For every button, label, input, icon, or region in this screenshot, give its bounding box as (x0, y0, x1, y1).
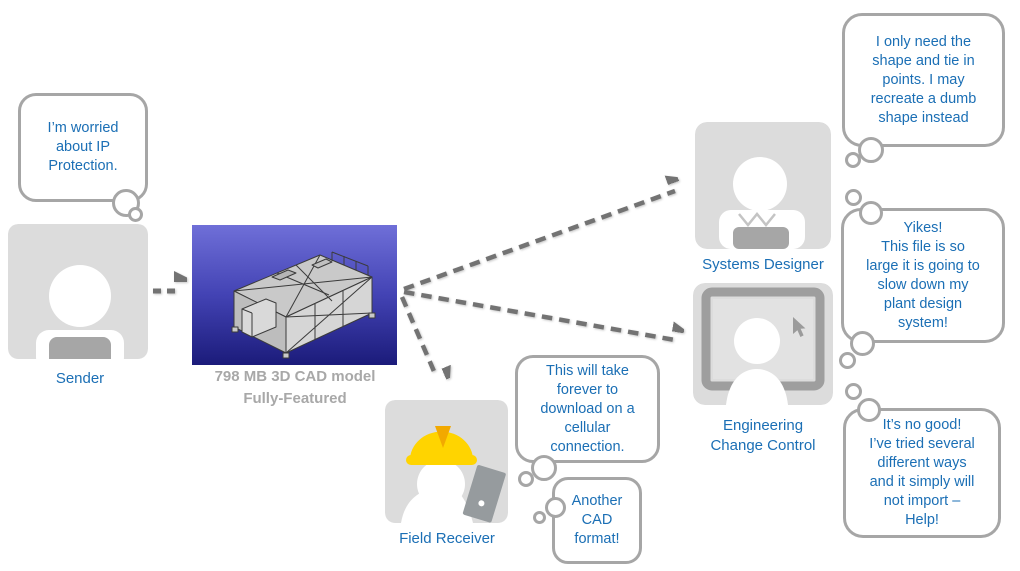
mobile-device-icon (462, 464, 506, 523)
label-engineering-change-control: Engineering Change Control (710, 417, 816, 454)
arrow-cad-to-field-receiver (399, 296, 436, 376)
speech-bubble-format: Another CAD format! (552, 477, 642, 564)
cad-caption-line2: Fully-Featured (243, 390, 347, 407)
bubble-text-no-good: It’s no good! I’ve tried several differe… (869, 417, 975, 528)
bubble-text-yikes: Yikes! This file is so large it is going… (866, 219, 980, 331)
thought-bubble-no-good: It’s no good! I’ve tried several differe… (843, 408, 1001, 538)
bubble-tail-dot (531, 455, 557, 481)
hard-hat-brim (406, 455, 477, 465)
hard-hat-icon (410, 431, 473, 460)
bubble-text-cellular: This will take forever to download on a … (540, 362, 635, 455)
arrow-cad-to-systems-designer (403, 191, 675, 292)
head-shape (417, 460, 465, 508)
bubble-tail-dot (857, 398, 881, 422)
shoulders-shape (726, 369, 788, 405)
bubble-tail-dot (858, 137, 884, 163)
label-field-receiver: Field Receiver (399, 530, 495, 547)
bubble-tail-dot (112, 189, 140, 217)
head-shape (734, 318, 780, 364)
head-shape (733, 157, 787, 211)
label-systems-designer: Systems Designer (702, 256, 824, 273)
bubble-tail-dot (518, 471, 534, 487)
persona-icon-field-receiver (385, 400, 508, 523)
bubble-tail-dot (533, 511, 546, 524)
label-sender: Sender (55, 370, 105, 387)
bubble-tail-dot (845, 189, 862, 206)
head-shape (49, 265, 111, 327)
speech-bubble-cellular: This will take forever to download on a … (515, 355, 660, 463)
bubble-text-format: Another CAD format! (571, 493, 623, 547)
bubble-tail-dot (850, 331, 875, 356)
arrow-cad-to-engineering-change-control (403, 289, 675, 343)
persona-icon-sender (8, 224, 148, 359)
persona-icon-engineering-change-control (693, 283, 833, 405)
bubble-tail-dot (845, 383, 862, 400)
bubble-tail-dot (128, 207, 143, 222)
cad-wireframe (231, 251, 376, 359)
hard-hat-stripe (435, 426, 451, 448)
persona-icon-systems-designer (695, 122, 831, 249)
bubble-text-sender: I’m worried about IP Protection. (47, 120, 119, 174)
zigzag-collar (738, 212, 776, 227)
torso-shape (733, 227, 789, 249)
thought-bubble-yikes: Yikes! This file is so large it is going… (841, 208, 1005, 343)
bubble-text-systems-designer: I only need the shape and tie in points.… (870, 33, 977, 126)
torso-shape (49, 337, 111, 359)
thought-bubble-sender: I’m worried about IP Protection. (18, 93, 148, 202)
cad-model-image (192, 225, 397, 365)
bubble-tail-dot (545, 497, 566, 518)
bubble-tail-dot (839, 352, 856, 369)
cad-caption-line1: 798 MB 3D CAD model (214, 368, 376, 385)
bubble-tail-dot (859, 201, 883, 225)
thought-bubble-systems-designer: I only need the shape and tie in points.… (842, 13, 1005, 147)
bubble-tail-dot (845, 152, 861, 168)
cursor-icon (793, 317, 806, 337)
cad-caption: 798 MB 3D CAD model Fully-Featured (190, 366, 400, 410)
